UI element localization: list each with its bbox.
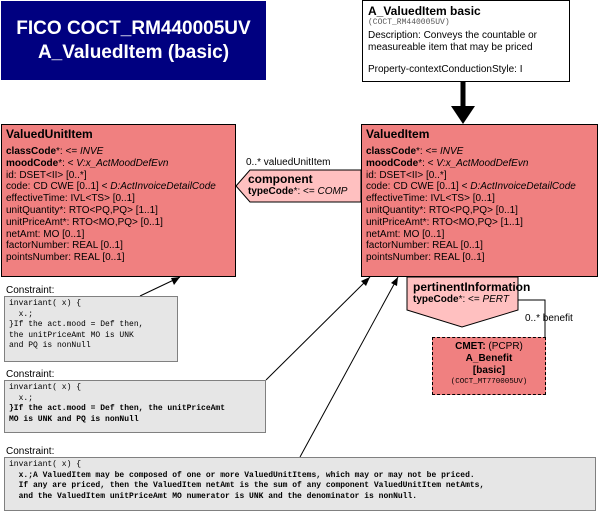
constraint-line: x.; (9, 309, 34, 319)
constraint-label-2: Constraint: (6, 369, 55, 380)
constraint-label-1: Constraint: (6, 285, 55, 296)
pertinent-multiplicity: 0..* benefit (525, 313, 573, 324)
pertinent-name: pertinentInformation (413, 280, 531, 294)
pertinent-type-code: typeCode*: <= PERT (413, 294, 509, 305)
entry-point-code: (COCT_RM440005UV) (368, 18, 450, 27)
constraint-line: }If the act.mood = Def then, (9, 320, 144, 329)
attribute-row: netAmt: MO [0..1] (366, 228, 445, 240)
attribute-row: moodCode*: < V:x_ActMoodDefEvn (366, 157, 529, 169)
attribute-row: netAmt: MO [0..1] (6, 228, 85, 240)
class-title: ValuedItem (366, 127, 430, 141)
constraint-line: }If the act.mood = Def then, the unitPri… (9, 404, 226, 413)
note3-connector (299, 276, 399, 458)
constraint-line: the unitPriceAmt MO is UNK (9, 330, 134, 340)
cmet-flavor: [basic] (472, 365, 506, 376)
attribute-row: pointsNumber: REAL [0..1] (366, 252, 485, 264)
pertinent-association: pertinentInformation typeCode*: <= PERT (413, 280, 530, 306)
pertinent-to-cmet-line (518, 299, 546, 337)
diagram-title: FICO COCT_RM440005UV A_ValuedItem (basic… (1, 1, 266, 80)
title-line-1: FICO COCT_RM440005UV (16, 17, 251, 39)
constraint-line: invariant( x) { (9, 383, 82, 392)
cmet-benefit-box: CMET: (PCPR) A_Benefit [basic] (COCT_MT7… (432, 337, 546, 395)
entry-point-name: A_ValuedItem basic (368, 4, 481, 18)
constraint-line: invariant( x) { (9, 460, 82, 469)
attribute-row: pointsNumber: REAL [0..1] (6, 252, 125, 264)
component-type-code: typeCode*: <= COMP (248, 186, 348, 197)
constraint-note-1: invariant( x) { x.;}If the act.mood = De… (4, 296, 178, 362)
cmet-code: (COCT_MT770005UV) (450, 378, 528, 386)
attribute-row: unitQuantity*: RTO<PQ,PQ> [1..1] (6, 204, 158, 216)
constraint-line: and the ValuedItem unitPriceAmt MO numer… (9, 491, 418, 501)
cmet-name: A_Benefit (465, 353, 513, 364)
attribute-row: unitPriceAmt*: RTO<MO,PQ> [0..1] (6, 216, 163, 228)
constraint-line: x.;A ValuedItem may be composed of one o… (9, 470, 475, 480)
attribute-row: code: CD CWE [0..1] < D:ActInvoiceDetail… (366, 181, 576, 193)
entry-point-description: Description: Conveys the countable or me… (368, 30, 537, 53)
component-association: component typeCode*: <= COMP (248, 172, 347, 198)
attribute-row: classCode*: <= INVE (6, 146, 104, 157)
note2-connector-head (361, 277, 370, 286)
attribute-row: id: DSET<II> [0..*] (6, 169, 87, 181)
note2-connector (265, 276, 371, 381)
attribute-row: factorNumber: REAL [0..1] (6, 240, 123, 252)
attribute-row: unitQuantity*: RTO<PQ,PQ> [0..1] (366, 204, 518, 216)
attribute-row: classCode*: <= INVE (366, 146, 464, 157)
constraint-line: MO is UNK and PQ is nonNull (9, 414, 139, 424)
attribute-row: id: DSET<II> [0..*] (366, 169, 447, 181)
pertinent-shape (406, 276, 519, 328)
constraint-line: and PQ is nonNull (9, 341, 91, 350)
entry-point-arrow-head (451, 106, 475, 124)
component-name: component (248, 172, 313, 186)
title-line-2: A_ValuedItem (basic) (37, 41, 230, 63)
constraint-label-3: Constraint: (6, 446, 55, 457)
note3-connector-head (391, 277, 398, 286)
constraint-note-3: invariant( x) { x.;A ValuedItem may be c… (4, 457, 596, 511)
attribute-row: effectiveTime: IVL<TS> [0..1] (366, 193, 495, 205)
entry-point-style: Property-contextConductionStyle: I (368, 64, 523, 75)
cmet-header: CMET: (PCPR) (455, 341, 523, 352)
class-title: ValuedUnitItem (6, 127, 93, 141)
attribute-row: effectiveTime: IVL<TS> [0..1] (6, 193, 135, 205)
attribute-row: factorNumber: REAL [0..1] (366, 240, 483, 252)
constraint-line: x.; (9, 393, 34, 403)
note1-connector-head (171, 277, 180, 285)
attribute-row: moodCode*: < V:x_ActMoodDefEvn (6, 157, 169, 169)
constraint-note-2: invariant( x) { x.;}If the act.mood = De… (4, 380, 266, 433)
constraint-line: If any are priced, then the ValuedItem n… (9, 481, 485, 490)
constraint-line: invariant( x) { (9, 299, 82, 308)
component-multiplicity: 0..* valuedUnitItem (246, 157, 331, 168)
entry-point-box: A_ValuedItem basic (COCT_RM440005UV) Des… (362, 0, 570, 82)
attribute-row: code: CD CWE [0..1] < D:ActInvoiceDetail… (6, 181, 216, 193)
attribute-row: unitPriceAmt*: RTO<MO,PQ> [1..1] (366, 216, 523, 228)
